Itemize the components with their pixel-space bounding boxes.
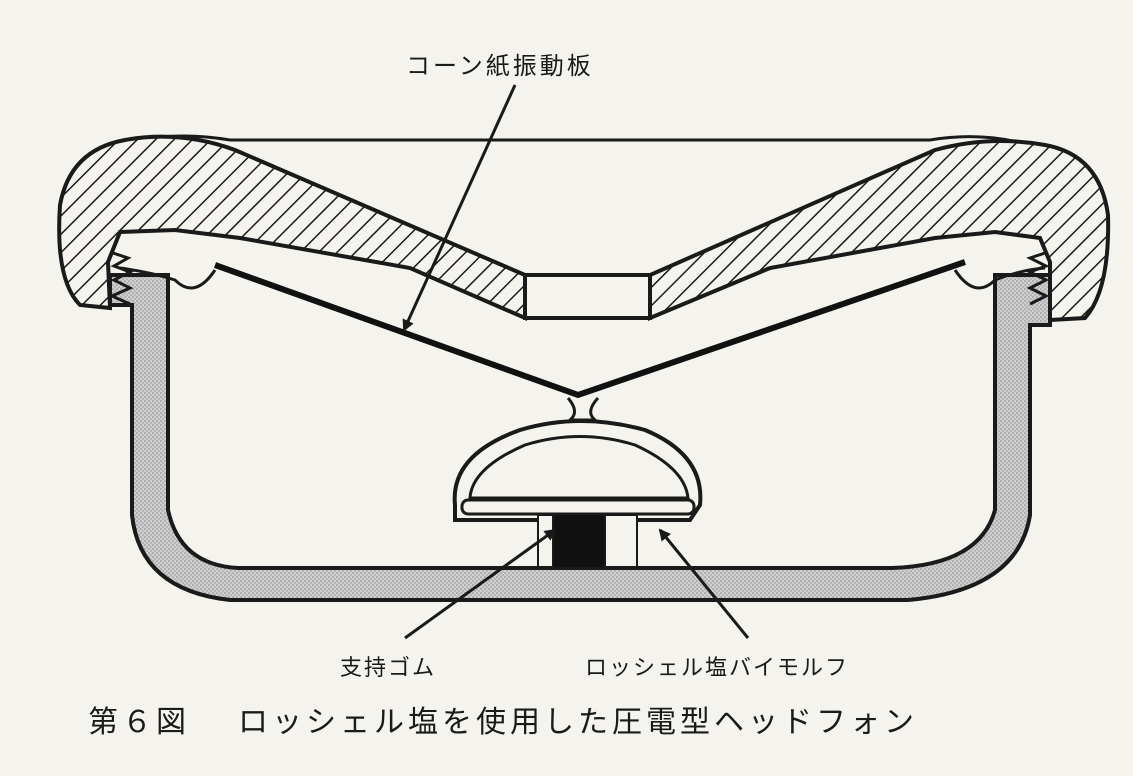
bimorph-plate [460,498,696,516]
surround-right [953,266,1046,290]
bimorph-arrow [658,528,750,639]
surround-left [119,266,217,290]
pedestal-right [604,514,638,568]
cone-diaphragm-label: コーン紙振動板 [406,52,594,80]
cap-left-hatched [57,134,527,322]
thread-right [1026,250,1050,306]
cone-arrow [402,84,517,332]
rubber-arrow [404,528,557,640]
support-rubber-block [553,515,605,567]
bimorph-inner [468,435,690,500]
thread-left [108,250,134,306]
figure-caption: 第６図 ロッシェル塩を使用した圧電型ヘッドフォン [88,697,918,741]
cone-tip [565,396,600,422]
figure-number: 第６図 [88,705,190,740]
support-rubber-label: 支持ゴム [340,656,437,681]
outer-shell [108,273,1052,602]
figure-title: ロッシェル塩を使用した圧電型ヘッドフォン [238,705,918,740]
bimorph-label: ロッシェル塩バイモルフ [585,656,850,681]
cap-right-hatched [648,139,1111,323]
cone-diaphragm [213,259,966,399]
cap-top-edge [119,134,1046,152]
center-opening [523,273,652,320]
